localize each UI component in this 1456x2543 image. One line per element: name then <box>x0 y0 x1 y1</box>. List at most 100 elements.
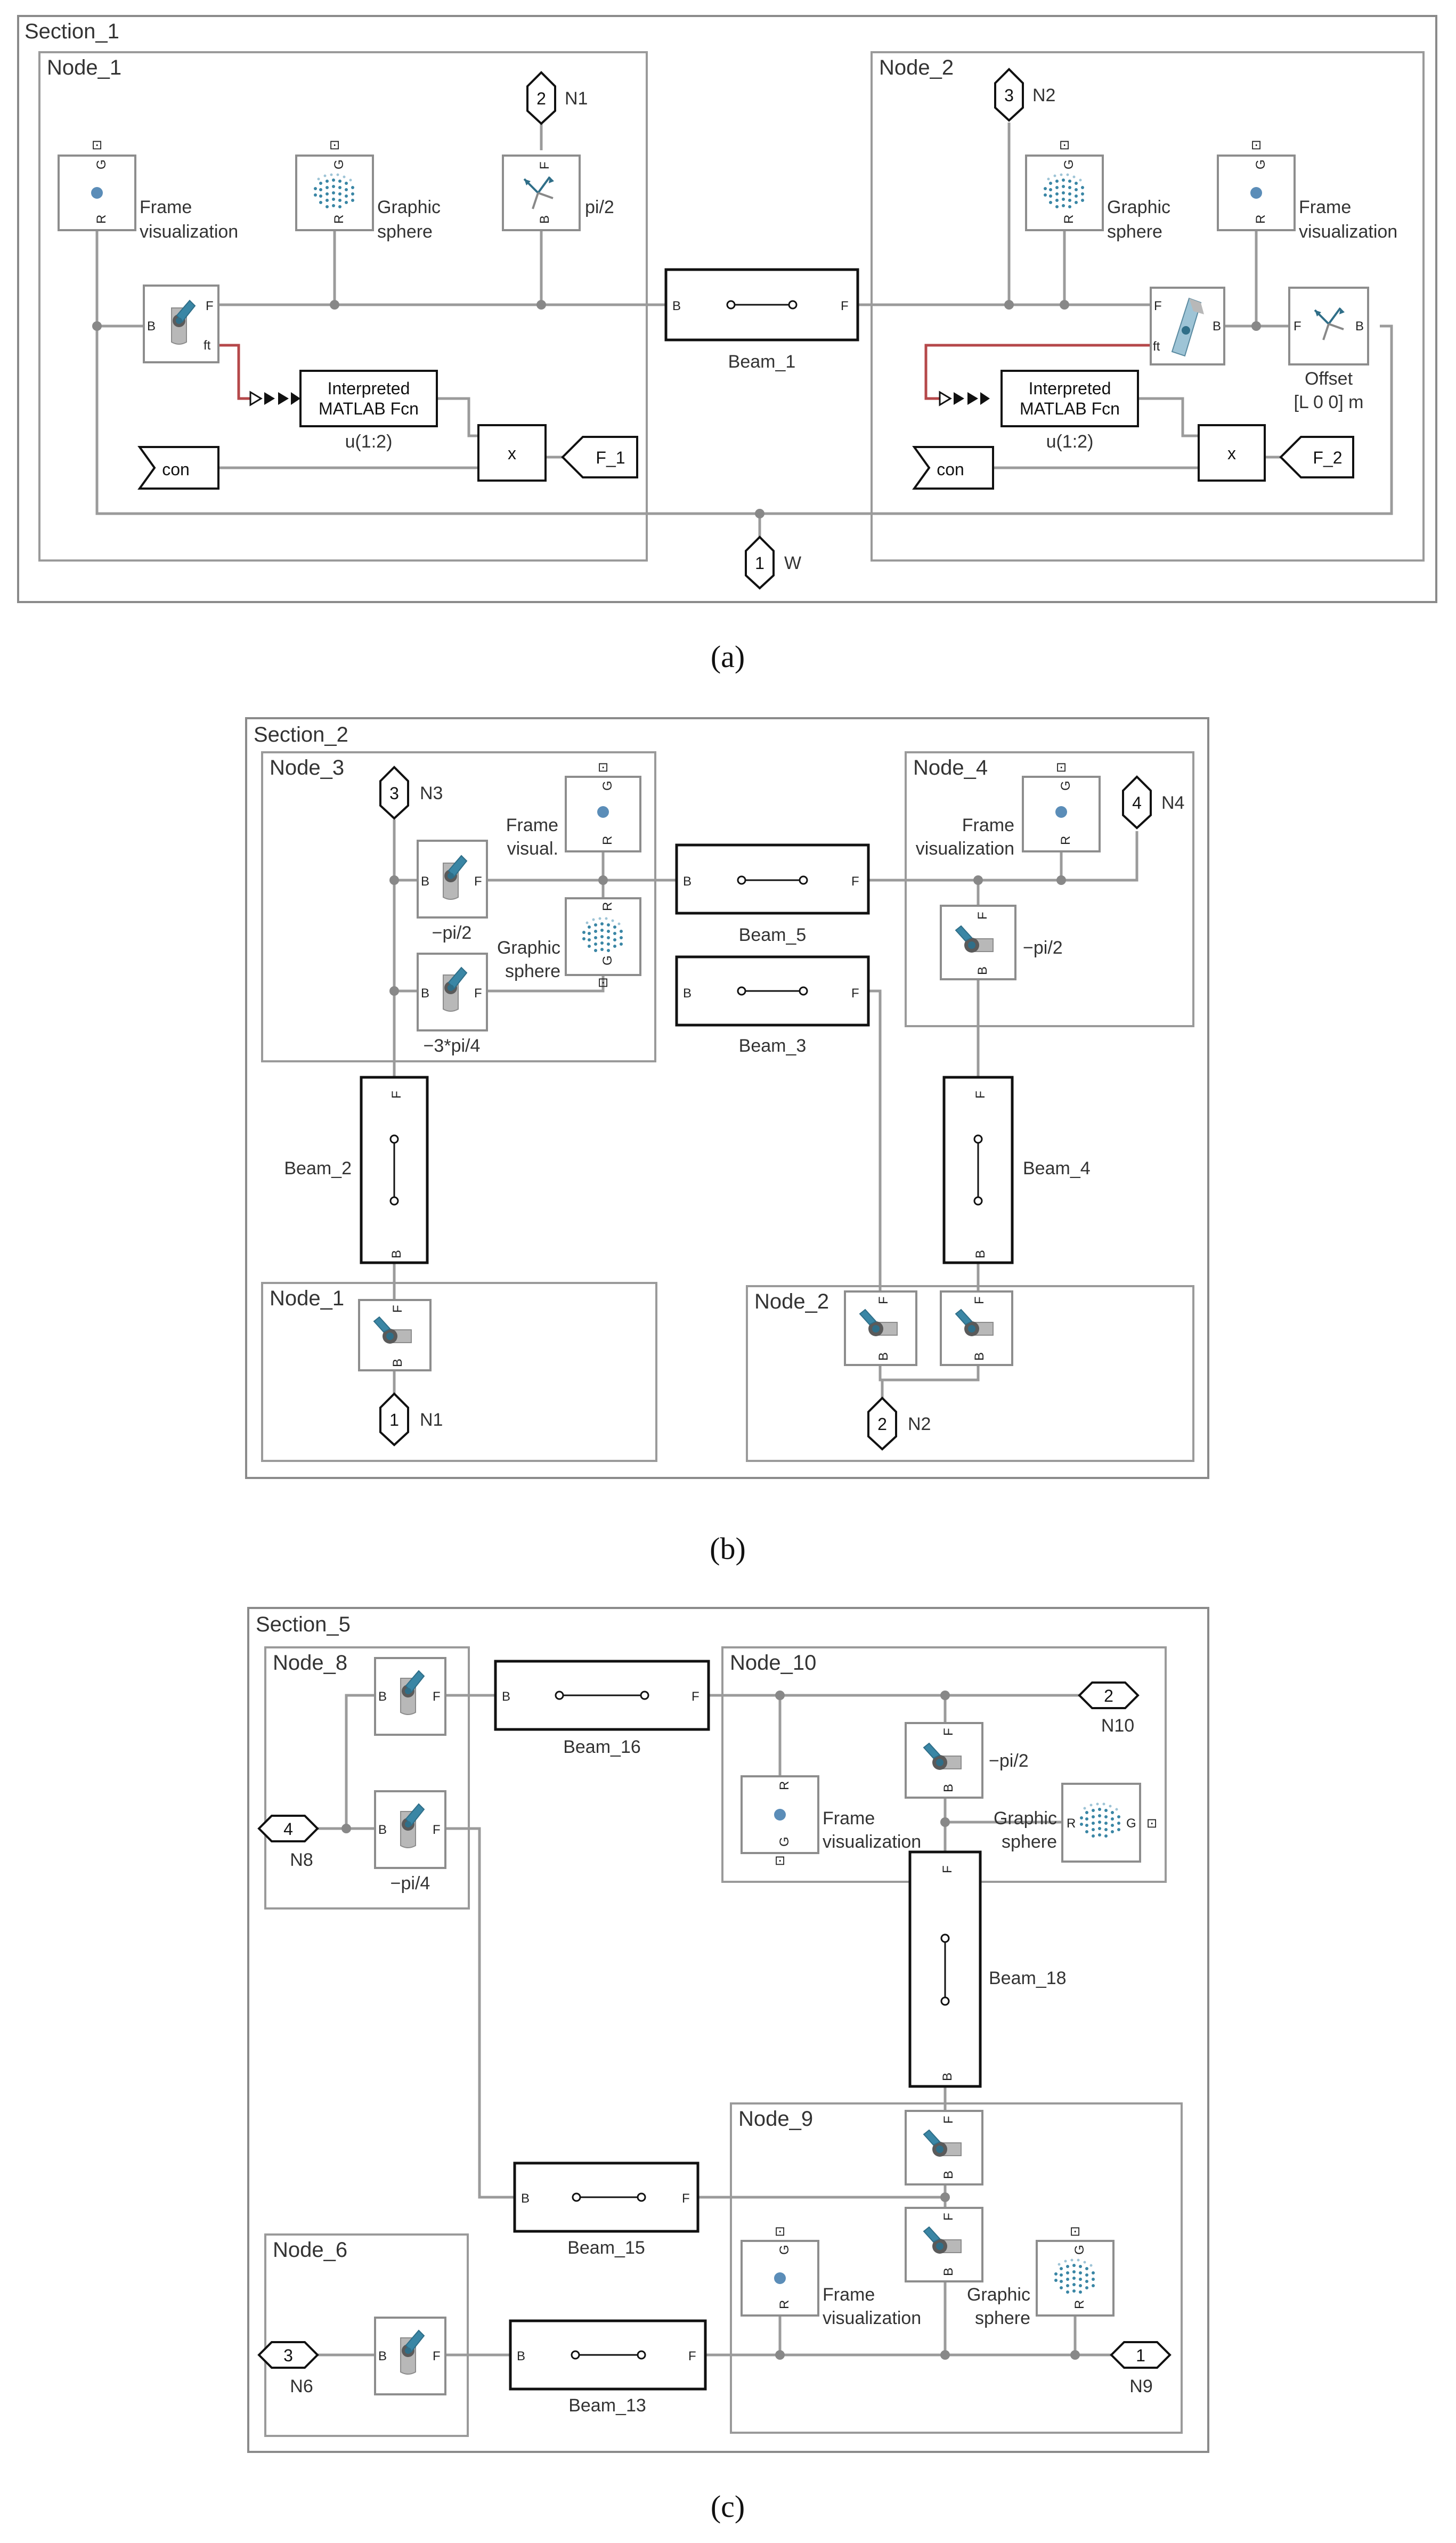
revolute-joint-block[interactable]: B F <box>374 1790 446 1869</box>
wire[interactable] <box>445 1827 515 2199</box>
node-9-label: Node_9 <box>738 2107 813 2131</box>
connection-port-n4[interactable]: 4 <box>1122 775 1152 830</box>
svg-text:x: x <box>1227 444 1236 463</box>
section-1-diagram: Section_1 Node_1 Node_2 <box>17 15 1437 603</box>
interpreted-matlab-fcn-block[interactable]: Interpreted MATLAB Fcn <box>1001 370 1139 427</box>
svg-text:F: F <box>389 1091 404 1099</box>
beam-5-block[interactable]: B F <box>675 843 870 915</box>
graphic-sphere-block[interactable]: ⊡ G R <box>295 138 374 231</box>
con-goto-block[interactable]: con <box>137 446 219 490</box>
svg-text:R: R <box>332 215 346 224</box>
revolute-joint-block[interactable]: F B <box>358 1299 432 1371</box>
revolute-joint-block[interactable]: F B <box>905 1722 983 1799</box>
wire[interactable] <box>868 989 882 1291</box>
rigid-transform-block[interactable]: F B <box>502 155 581 231</box>
revolute-joint-block[interactable]: F B <box>844 1290 917 1366</box>
label: Graphic <box>994 1808 1057 1829</box>
junction-dot <box>1251 321 1261 331</box>
beam-3-block[interactable]: B F <box>675 955 870 1027</box>
svg-text:G: G <box>1059 781 1073 791</box>
signal-wire[interactable] <box>924 344 1151 400</box>
signal-wire[interactable] <box>218 344 250 400</box>
wire[interactable] <box>95 230 144 328</box>
wire[interactable] <box>879 1365 980 1382</box>
goto-f2[interactable]: F_2 <box>1279 436 1354 478</box>
junction-dot <box>1070 2350 1080 2360</box>
section-1-label: Section_1 <box>25 20 119 43</box>
signal-wire[interactable] <box>1138 397 1199 437</box>
frame-visualization-block[interactable]: ⊡ G R <box>565 760 641 852</box>
port-label: N10 <box>1101 1716 1134 1736</box>
revolute-joint-block[interactable]: F B <box>940 1290 1013 1366</box>
svg-text:B: B <box>517 2349 525 2363</box>
svg-text:B: B <box>683 874 692 889</box>
beam-15-block[interactable]: B F <box>513 2162 699 2233</box>
wire[interactable] <box>868 831 1138 882</box>
graphic-sphere-block[interactable]: R G ⊡ <box>565 897 641 990</box>
signal-wire[interactable] <box>437 397 478 437</box>
frame-visualization-block[interactable]: R G ⊡ <box>741 1775 819 1868</box>
svg-text:B: B <box>941 1784 956 1792</box>
graphic-sphere-block[interactable]: ⊡ G R <box>1025 138 1104 231</box>
connection-port-n8[interactable]: 4 <box>257 1815 319 1842</box>
connection-port-n2[interactable]: 3 <box>994 68 1024 122</box>
connection-port-n10[interactable]: 2 <box>1078 1681 1140 1709</box>
frame-visualization-block[interactable]: ⊡ G R <box>1217 138 1296 231</box>
svg-text:⊡: ⊡ <box>775 1854 785 1868</box>
beam-label: Beam_16 <box>563 1737 641 1757</box>
junction-dot <box>598 875 608 885</box>
offset-transform-block[interactable]: F B <box>1288 287 1369 365</box>
node-1-label: Node_1 <box>270 1287 344 1310</box>
svg-text:2: 2 <box>536 89 546 108</box>
svg-text:R: R <box>94 215 109 224</box>
revolute-joint-block[interactable]: F B <box>905 2110 983 2185</box>
connection-port-n2[interactable]: 2 <box>867 1396 897 1451</box>
svg-text:B: B <box>876 1352 891 1361</box>
connection-port-n1[interactable]: 2 <box>526 71 556 125</box>
beam-2-block[interactable]: F B <box>360 1076 429 1264</box>
beam-16-block[interactable]: B F <box>494 1660 710 1731</box>
revolute-joint-block[interactable]: B F <box>417 953 488 1031</box>
svg-text:B: B <box>683 986 692 1001</box>
interpreted-matlab-fcn-block[interactable]: Interpreted MATLAB Fcn <box>299 370 438 427</box>
product-block[interactable]: x <box>1198 424 1266 482</box>
beam-1-block[interactable]: B F <box>664 268 859 342</box>
connection-port-n9[interactable]: 1 <box>1110 2341 1172 2369</box>
caption-a: (a) <box>711 639 745 674</box>
beam-4-block[interactable]: F B <box>942 1076 1014 1264</box>
revolute-joint-block[interactable]: F B <box>940 905 1016 980</box>
connection-port-n1[interactable]: 1 <box>379 1392 409 1447</box>
revolute-joint-block[interactable]: B F <box>374 2317 446 2395</box>
arrow-icon <box>291 392 300 405</box>
wire-w[interactable] <box>95 324 1393 515</box>
revolute-joint-block[interactable]: F B ft <box>1150 287 1225 365</box>
revolute-joint-block[interactable]: B F ft <box>143 285 219 363</box>
revolute-joint-block[interactable]: B F <box>374 1657 446 1736</box>
graphic-sphere-block[interactable]: ⊡ G R <box>1036 2224 1115 2317</box>
beam-13-block[interactable]: B F <box>509 2319 707 2391</box>
svg-text:B: B <box>941 2171 956 2179</box>
arrow-icon <box>939 391 952 407</box>
section-5-diagram: Section_5 Node_8 Node_10 Node_9 Node_6 <box>247 1607 1209 2453</box>
frame-visualization-block[interactable]: ⊡ G R <box>58 138 136 231</box>
wire[interactable] <box>487 975 605 993</box>
revolute-joint-block[interactable]: B F <box>417 840 488 919</box>
svg-text:R: R <box>1072 2300 1087 2309</box>
connection-port-n3[interactable]: 3 <box>379 766 409 820</box>
offset-value: [L 0 0] m <box>1294 392 1363 412</box>
frame-visualization-block[interactable]: ⊡ G R <box>741 2224 819 2317</box>
con-goto-block[interactable]: con <box>912 446 994 490</box>
beam-18-block[interactable]: F B <box>908 1850 982 2088</box>
connection-port-n6[interactable]: 3 <box>257 2341 319 2369</box>
product-block[interactable]: x <box>477 424 547 482</box>
wire[interactable] <box>345 1694 375 1829</box>
graphic-sphere-block[interactable]: R G ⊡ <box>1061 1783 1157 1863</box>
label: visualization <box>823 2308 921 2328</box>
svg-text:B: B <box>972 1352 987 1361</box>
frame-visualization-block[interactable]: ⊡ G R <box>1022 760 1101 852</box>
caption-b: (b) <box>710 1531 746 1566</box>
connection-port-w[interactable]: 1 <box>745 535 775 590</box>
goto-f1[interactable]: F_1 <box>561 436 638 478</box>
frame-dot-icon <box>1055 806 1067 818</box>
revolute-joint-block[interactable]: F B <box>905 2207 983 2282</box>
